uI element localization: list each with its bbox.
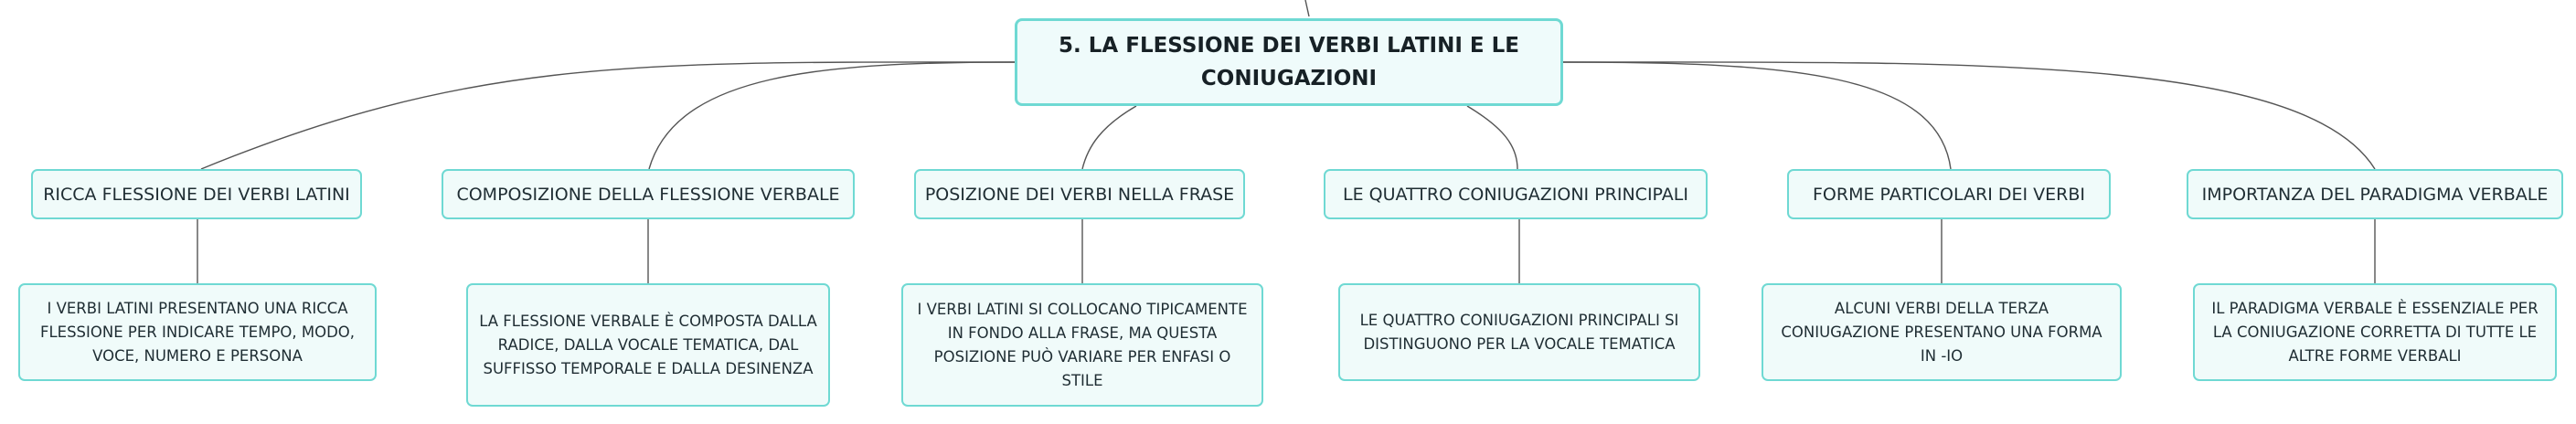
connector-root-to-parent: [1304, 0, 1310, 17]
branch-topic-label: RICCA FLESSIONE DEI VERBI LATINI: [43, 184, 350, 205]
branch-topic-label: COMPOSIZIONE DELLA FLESSIONE VERBALE: [456, 184, 840, 205]
branch-topic-label: FORME PARTICOLARI DEI VERBI: [1813, 184, 2085, 205]
branch-topic-composizione[interactable]: COMPOSIZIONE DELLA FLESSIONE VERBALE: [442, 169, 855, 219]
connector-root-to-branch-3: [1081, 105, 1137, 170]
detail-topic-composizione[interactable]: LA FLESSIONE VERBALE È COMPOSTA DALLA RA…: [466, 283, 830, 407]
branch-topic-label: LE QUATTRO CONIUGAZIONI PRINCIPALI: [1343, 184, 1688, 205]
detail-topic-text: ALCUNI VERBI DELLA TERZA CONIUGAZIONE PR…: [1781, 299, 2102, 365]
detail-topic-text: IL PARADIGMA VERBALE È ESSENZIALE PER LA…: [2211, 299, 2539, 365]
detail-topic-text: LA FLESSIONE VERBALE È COMPOSTA DALLA RA…: [479, 312, 817, 377]
branch-topic-forme-particolari[interactable]: FORME PARTICOLARI DEI VERBI: [1787, 169, 2111, 219]
detail-topic-quattro-coniugazioni[interactable]: LE QUATTRO CONIUGAZIONI PRINCIPALI SI DI…: [1338, 283, 1700, 381]
connector-root-to-branch-6: [1560, 61, 2376, 170]
connector-root-to-branch-1: [200, 61, 1017, 170]
root-topic[interactable]: 5. LA FLESSIONE DEI VERBI LATINI E LE CO…: [1015, 18, 1563, 106]
branch-topic-label: POSIZIONE DEI VERBI NELLA FRASE: [924, 184, 1235, 205]
detail-topic-text: I VERBI LATINI PRESENTANO UNA RICCA FLES…: [39, 299, 356, 365]
detail-topic-posizione[interactable]: I VERBI LATINI SI COLLOCANO TIPICAMENTE …: [901, 283, 1263, 407]
detail-topic-forme-particolari[interactable]: ALCUNI VERBI DELLA TERZA CONIUGAZIONE PR…: [1762, 283, 2122, 381]
branch-topic-posizione[interactable]: POSIZIONE DEI VERBI NELLA FRASE: [914, 169, 1245, 219]
root-topic-title: 5. LA FLESSIONE DEI VERBI LATINI E LE CO…: [1059, 34, 1519, 90]
branch-topic-paradigma[interactable]: IMPORTANZA DEL PARADIGMA VERBALE: [2187, 169, 2563, 219]
detail-topic-paradigma[interactable]: IL PARADIGMA VERBALE È ESSENZIALE PER LA…: [2193, 283, 2557, 381]
branch-topic-quattro-coniugazioni[interactable]: LE QUATTRO CONIUGAZIONI PRINCIPALI: [1324, 169, 1708, 219]
detail-topic-text: I VERBI LATINI SI COLLOCANO TIPICAMENTE …: [917, 300, 1248, 389]
connector-root-to-branch-2: [648, 61, 1017, 170]
branch-topic-ricca-flessione[interactable]: RICCA FLESSIONE DEI VERBI LATINI: [31, 169, 362, 219]
detail-topic-ricca-flessione[interactable]: I VERBI LATINI PRESENTANO UNA RICCA FLES…: [18, 283, 377, 381]
branch-topic-label: IMPORTANZA DEL PARADIGMA VERBALE: [2201, 184, 2549, 205]
connector-root-to-branch-4: [1466, 105, 1518, 170]
connector-root-to-branch-5: [1560, 61, 1952, 170]
detail-topic-text: LE QUATTRO CONIUGAZIONI PRINCIPALI SI DI…: [1359, 311, 1679, 353]
